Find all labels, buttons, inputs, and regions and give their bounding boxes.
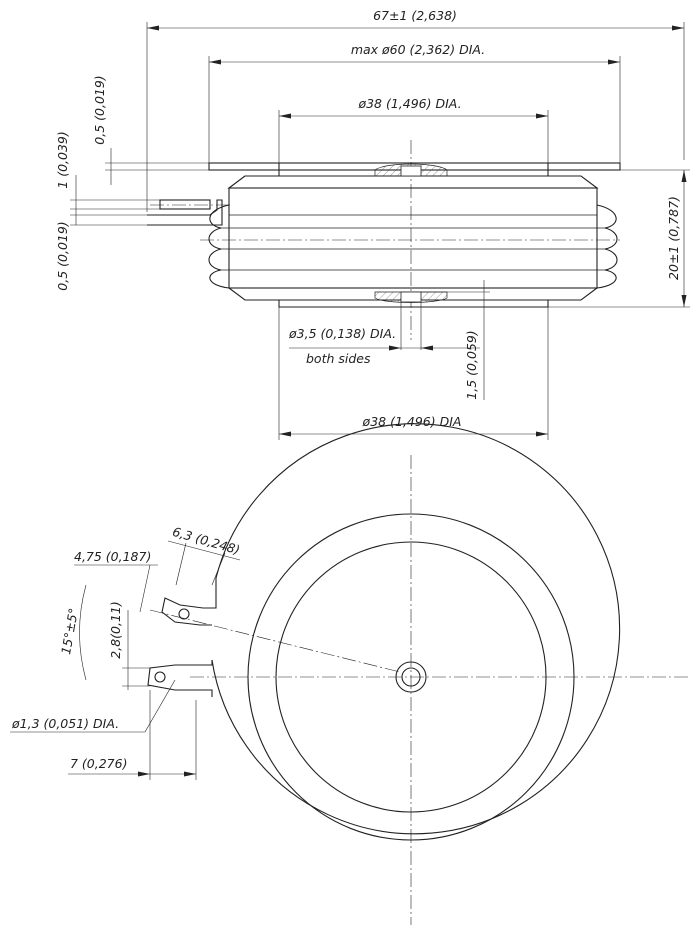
dim-arrow [681, 295, 687, 307]
dim-gate-hole-leader-angled [144, 679, 176, 733]
dim-gate-hole: ø1,3 (0,051) DIA. [11, 716, 119, 731]
dim-arrow [279, 431, 291, 437]
housing-circle [247, 513, 575, 841]
center-hole-outer [395, 661, 427, 693]
dim-arrow [147, 25, 159, 31]
side-view-dimensions: 67±1 (2,638) max ø60 (2,362) DIA. ø38 (1… [55, 8, 690, 440]
upper-gate-tab [161, 578, 217, 626]
dim-max-diameter: max ø60 (2,362) DIA. [351, 42, 485, 57]
dim-flange-top: 0,5 (0,019) [92, 75, 107, 144]
upper-gate-hole [178, 608, 190, 620]
dim-gate-length: 7 (0,276) [70, 756, 127, 771]
gate-lead [147, 199, 223, 226]
bottom-centering-hole [400, 291, 422, 303]
dim-arrow [389, 345, 401, 351]
dim-arrow [421, 345, 433, 351]
dim-gate-width-line [167, 540, 241, 561]
dim-gate-offset-line [139, 564, 151, 613]
dim-height: 20±1 (0,787) [666, 196, 681, 280]
dim-gate-thickness: 1 (0,039) [55, 131, 70, 188]
gate-angle-centerline [149, 609, 401, 673]
dim-extension [175, 542, 187, 586]
dim-hole-depth: 1,5 (0,059) [464, 330, 479, 399]
dim-pole-top: ø38 (1,496) DIA. [357, 96, 461, 111]
dim-arrow [279, 113, 291, 119]
dim-gate-angle-arc [79, 584, 87, 681]
dim-arrow [536, 113, 548, 119]
dim-arrow [184, 771, 196, 777]
dim-arrow [672, 25, 684, 31]
dim-gate-angle: 15°±5° [58, 607, 81, 656]
housing-fins-left [208, 204, 230, 289]
dim-arrow [536, 431, 548, 437]
bottom-pole-piece [278, 300, 549, 308]
dim-arrow [209, 59, 221, 65]
dim-arrow [138, 771, 150, 777]
pole-face-circle [275, 541, 547, 813]
ceramic-body [228, 187, 598, 289]
dim-gate-offset: 4,75 (0,187) [74, 549, 151, 564]
top-view [147, 423, 690, 925]
body-top-bevel [227, 175, 599, 189]
dim-arrow [608, 59, 620, 65]
housing-fins-right [596, 204, 618, 289]
dim-gate-spacing: 2,8(0,11) [108, 601, 123, 658]
gate-terminal [159, 199, 211, 210]
side-view [147, 140, 621, 340]
dim-centering-hole-note: both sides [306, 351, 371, 366]
top-centering-hole [400, 165, 422, 177]
lower-gate-tab [147, 660, 213, 697]
dim-arrow [681, 170, 687, 182]
dim-flange-bottom: 0,5 (0,019) [55, 221, 70, 290]
dim-extension [211, 552, 226, 586]
lower-gate-hole [154, 671, 166, 683]
dim-overall-width: 67±1 (2,638) [373, 8, 457, 23]
outer-flange-circle [211, 423, 621, 835]
center-hole-inner [401, 667, 421, 687]
top-view-dimensions: 6,3 (0,248) 4,75 (0,187) 15°±5° 2,8(0,11… [10, 524, 242, 780]
dim-gate-width: 6,3 (0,248) [171, 524, 242, 558]
dim-centering-hole: ø3,5 (0,138) DIA. [288, 326, 396, 341]
